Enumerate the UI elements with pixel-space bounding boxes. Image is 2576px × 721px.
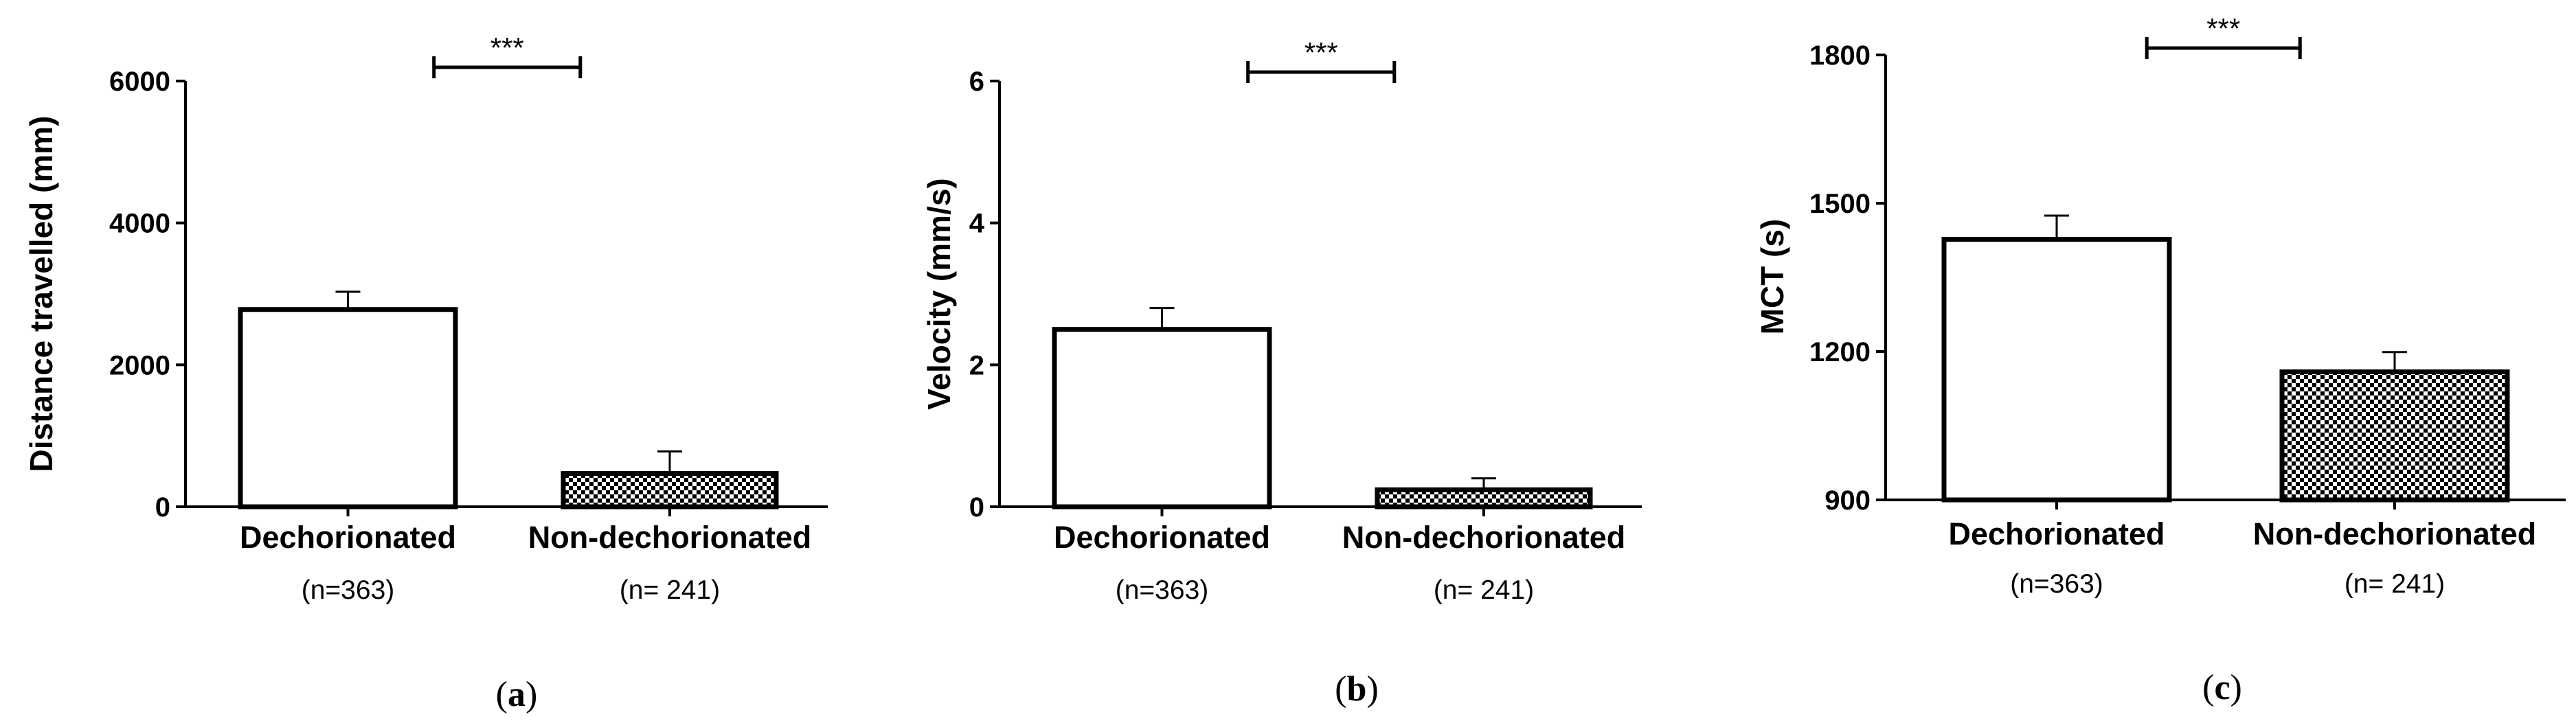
y-tick-label: 4000 bbox=[109, 209, 170, 239]
x-category-label: Non-dechorionated bbox=[528, 520, 812, 555]
y-tick-label: 6 bbox=[969, 67, 984, 97]
x-category-label: Dechorionated bbox=[1054, 520, 1270, 555]
y-tick-label: 0 bbox=[155, 492, 170, 523]
y-tick-label: 6000 bbox=[109, 67, 170, 97]
x-category-label: Non-dechorionated bbox=[1342, 520, 1626, 555]
significance-marker: *** bbox=[1304, 36, 1338, 69]
sample-size-label: (n= 241) bbox=[1434, 575, 1534, 605]
bar-non-dechorionated bbox=[561, 470, 779, 510]
y-tick-label: 2000 bbox=[109, 350, 170, 380]
sample-size-label: (n=363) bbox=[2010, 569, 2103, 599]
y-tick-label: 1800 bbox=[1809, 41, 1871, 71]
panel-label: (a) bbox=[496, 675, 538, 714]
sample-size-label: (n= 241) bbox=[620, 575, 720, 605]
x-category-label: Non-dechorionated bbox=[2253, 516, 2537, 551]
y-tick-label: 1500 bbox=[1809, 189, 1871, 219]
bar-dechorionated bbox=[1052, 327, 1272, 510]
y-tick-label: 1200 bbox=[1809, 337, 1871, 367]
panel-label: (c) bbox=[2202, 668, 2242, 707]
sample-size-label: (n=363) bbox=[302, 575, 395, 605]
x-category-label: Dechorionated bbox=[1948, 516, 2165, 551]
y-axis-title: Distance travelled (mm) bbox=[23, 116, 59, 472]
y-axis-title: Velocity (mm/s) bbox=[921, 178, 957, 409]
bar-dechorionated bbox=[238, 307, 458, 510]
sample-size-label: (n= 241) bbox=[2345, 569, 2445, 599]
bar-non-dechorionated bbox=[2279, 369, 2510, 503]
y-axis-title: MCT (s) bbox=[1754, 219, 1790, 335]
y-tick-label: 0 bbox=[969, 492, 984, 523]
bar-dechorionated bbox=[1941, 237, 2172, 503]
panel-label: (b) bbox=[1335, 670, 1379, 709]
sample-size-label: (n=363) bbox=[1116, 575, 1209, 605]
significance-marker: *** bbox=[490, 32, 524, 64]
y-tick-label: 2 bbox=[969, 350, 984, 380]
x-category-label: Dechorionated bbox=[240, 520, 456, 555]
y-tick-label: 900 bbox=[1824, 485, 1871, 516]
y-tick-label: 4 bbox=[969, 209, 985, 239]
bar-non-dechorionated bbox=[1375, 487, 1593, 510]
significance-marker: *** bbox=[2206, 12, 2240, 45]
